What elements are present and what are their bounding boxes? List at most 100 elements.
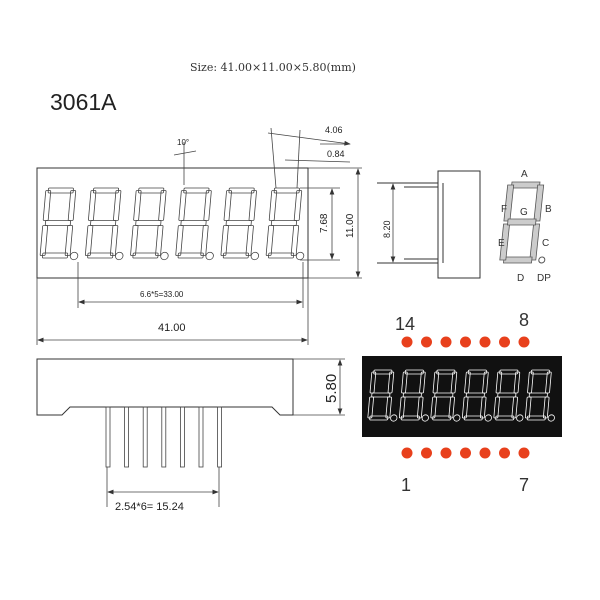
seg-label-dp: DP xyxy=(537,273,551,284)
pin-dot-top xyxy=(401,336,413,348)
angle-label: 10° xyxy=(177,138,189,147)
segment xyxy=(135,220,162,226)
height-label: 11.00 xyxy=(345,213,356,238)
segment xyxy=(270,220,297,226)
segment xyxy=(290,225,300,256)
pin-lead xyxy=(179,406,185,468)
segment xyxy=(228,187,255,194)
segment xyxy=(177,252,204,259)
panel-digit xyxy=(430,369,461,422)
segment xyxy=(183,187,210,194)
segment xyxy=(203,190,212,221)
front-view: 10° 4.06 0.84 7.68 11.00 6.6*5=33.00 41.… xyxy=(36,125,362,345)
pin-dot-top xyxy=(460,336,471,348)
seg-label-a: A xyxy=(521,169,528,180)
pin-dot-bottom xyxy=(479,447,491,459)
segment xyxy=(113,190,122,221)
decimal-point xyxy=(484,414,492,422)
size-label: Size: 41.00×11.00×5.80(mm) xyxy=(190,61,356,74)
front-digit xyxy=(130,187,169,261)
panel-digit xyxy=(461,369,492,422)
pin-label-7: 7 xyxy=(519,475,529,495)
segment xyxy=(200,225,209,256)
pin-dot-bottom xyxy=(440,447,452,459)
pin-dot-top xyxy=(421,336,432,348)
segment xyxy=(402,392,422,398)
seg-label-b: B xyxy=(545,204,552,215)
front-body-outline xyxy=(36,167,309,279)
model-title: 3061A xyxy=(50,89,117,115)
segment xyxy=(87,252,114,259)
pin-label-14: 14 xyxy=(395,314,415,334)
pin-pitch-label: 2.54*6= 15.24 xyxy=(115,501,184,513)
seg-label-f: F xyxy=(501,204,507,215)
segment xyxy=(67,190,77,221)
segment xyxy=(132,252,159,259)
decimal-point xyxy=(160,251,169,261)
segment xyxy=(42,190,52,221)
decimal-point xyxy=(295,251,305,261)
segment xyxy=(180,220,207,226)
segment xyxy=(248,190,257,221)
pin-dot-bottom xyxy=(518,447,530,459)
width-label: 41.00 xyxy=(158,322,186,334)
pin-lead xyxy=(105,406,111,468)
seg-label-c: C xyxy=(542,238,549,249)
segment xyxy=(465,392,485,398)
pin-dot-bottom xyxy=(421,447,432,459)
segment xyxy=(273,187,300,194)
seg-width-label: 4.06 xyxy=(325,125,343,135)
pin-dot-bottom xyxy=(499,447,510,459)
pin-label-8: 8 xyxy=(519,310,529,330)
segment xyxy=(90,220,117,226)
display-panel xyxy=(362,356,562,437)
segment xyxy=(138,187,165,194)
depth-label: 5.80 xyxy=(323,374,340,403)
panel-digit xyxy=(398,369,429,422)
segment xyxy=(133,190,142,221)
panel-digit xyxy=(493,369,524,422)
segment xyxy=(434,392,454,398)
pin-dot-top xyxy=(440,336,452,348)
front-digits xyxy=(39,187,305,261)
front-digit xyxy=(220,187,260,261)
segment xyxy=(175,225,184,256)
pin-lead xyxy=(124,406,129,468)
segment xyxy=(371,392,391,398)
pinout-view: 14 8 1 7 xyxy=(362,310,562,495)
segment xyxy=(245,225,254,256)
segment xyxy=(84,225,94,256)
panel-digit xyxy=(367,369,398,422)
decimal-point xyxy=(453,414,461,422)
pin-span-label: 8.20 xyxy=(382,220,392,238)
segment xyxy=(528,392,548,398)
segment xyxy=(268,252,295,259)
segment xyxy=(265,225,275,256)
segment xyxy=(158,190,167,221)
pin-dot-top xyxy=(518,336,530,348)
segment xyxy=(130,225,139,256)
pitch-label: 6.6*5=33.00 xyxy=(140,290,184,299)
decimal-point xyxy=(516,414,524,422)
segment-map xyxy=(499,181,546,264)
pin-dot-top xyxy=(479,336,491,348)
segment xyxy=(223,190,232,221)
decimal-point xyxy=(390,414,398,422)
decimal-point xyxy=(250,251,260,261)
pin-lead xyxy=(161,406,167,468)
front-digit xyxy=(84,187,124,261)
segment xyxy=(92,187,120,194)
segment xyxy=(109,225,119,256)
segment xyxy=(155,225,164,256)
front-digit xyxy=(265,187,305,261)
segment xyxy=(39,225,49,256)
segment xyxy=(293,190,303,221)
side-view: 8.20 xyxy=(377,170,481,279)
pin-lead xyxy=(217,406,223,468)
pin-dots xyxy=(401,336,530,459)
segment xyxy=(497,392,517,398)
decimal-point xyxy=(69,251,79,261)
pin-label-1: 1 xyxy=(401,475,411,495)
segment xyxy=(88,190,97,221)
